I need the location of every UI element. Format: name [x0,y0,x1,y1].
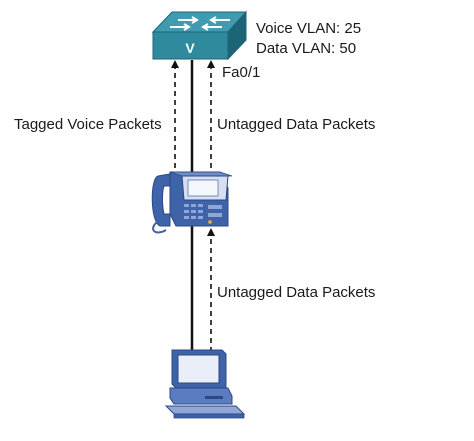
switch-symbol: V [185,40,195,56]
untagged-data-lower-label: Untagged Data Packets [217,284,376,301]
multilayer-switch-icon[interactable]: V [151,10,248,61]
untagged-data-upper-label: Untagged Data Packets [217,116,376,133]
tagged-voice-label: Tagged Voice Packets [14,116,162,133]
port-label: Fa0/1 [222,64,261,81]
data-vlan-label: Data VLAN: 50 [256,40,357,57]
voice-vlan-label: Voice VLAN: 25 [256,20,362,37]
ip-phone-icon[interactable] [151,171,233,234]
desktop-pc-icon[interactable] [164,349,246,419]
